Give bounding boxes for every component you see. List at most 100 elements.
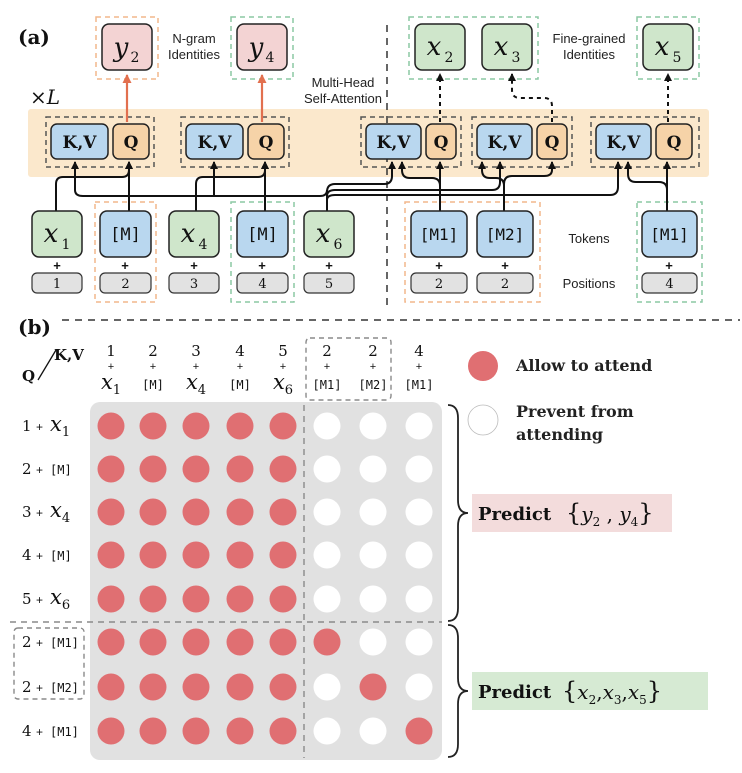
- dot-allow: [182, 673, 210, 701]
- grid-background: [90, 402, 442, 760]
- dot-allow: [269, 541, 297, 569]
- col-token: x4: [186, 370, 206, 398]
- row-token: [M]: [50, 463, 72, 477]
- svg-text:2: 2: [131, 50, 140, 66]
- col-plus: +: [370, 361, 376, 373]
- row-position: 5: [22, 590, 32, 608]
- q-label: Q: [434, 133, 449, 153]
- dot-allow: [97, 541, 125, 569]
- token-m1-a: [M1]: [410, 210, 468, 258]
- dot-allow: [226, 628, 254, 656]
- dot-allow: [139, 628, 167, 656]
- dot-allow: [139, 585, 167, 613]
- plus-sign: +: [325, 258, 333, 273]
- token-m-4: [M]: [236, 210, 289, 258]
- col-token: x1: [101, 370, 121, 398]
- q-label: Q: [124, 133, 139, 153]
- legend-prevent-label-line1: Prevent from: [516, 402, 634, 421]
- token-m2: [M2]: [476, 210, 534, 258]
- col-position: 2: [148, 342, 158, 360]
- dot-allow: [269, 628, 297, 656]
- dot-prevent: [359, 455, 387, 483]
- row-position: 1: [22, 417, 32, 435]
- dot-prevent: [313, 585, 341, 613]
- col-position: 4: [235, 342, 245, 360]
- col-plus: +: [193, 361, 199, 373]
- token-group-m1-b: [636, 201, 703, 303]
- token-group-m2: [94, 201, 157, 303]
- row-plus: +: [36, 420, 43, 434]
- kv-label: K,V: [607, 133, 642, 153]
- svg-text:1: 1: [62, 237, 71, 253]
- dot-allow: [139, 541, 167, 569]
- row-position: 2: [22, 678, 32, 696]
- dot-allow: [97, 628, 125, 656]
- col-plus: +: [280, 361, 286, 373]
- predict-bottom-set: {x2,x3,x5}: [562, 677, 662, 707]
- dot-prevent: [405, 673, 433, 701]
- plus-sign: +: [121, 258, 129, 273]
- col-position: 2: [322, 342, 332, 360]
- svg-text:x: x: [181, 219, 196, 249]
- col-token: [M1]: [313, 378, 342, 392]
- col-token: x6: [273, 370, 293, 398]
- dot-allow: [182, 628, 210, 656]
- legend-prevent-label-line2: attending: [516, 425, 603, 444]
- token-group-m4: [230, 201, 295, 303]
- dot-allow: [139, 673, 167, 701]
- mhsa-caption-line2: Self-Attention: [304, 91, 382, 106]
- token-m2-label: [M2]: [486, 225, 525, 244]
- kvq-group-1: [45, 116, 155, 168]
- kv-box-2: K,V: [185, 123, 244, 160]
- dot-prevent: [405, 498, 433, 526]
- position-boxes: [31, 272, 698, 294]
- dot-allow: [182, 498, 210, 526]
- token-m1-label: [M1]: [650, 225, 689, 244]
- dot-prevent: [359, 498, 387, 526]
- brace-bottom: [447, 624, 469, 758]
- col-position: 4: [414, 342, 424, 360]
- row-plus: +: [36, 593, 43, 607]
- col-plus: +: [150, 361, 156, 373]
- kv-label: K,V: [63, 133, 98, 153]
- dot-prevent: [313, 673, 341, 701]
- predict-bottom-word: Predict: [478, 682, 552, 703]
- token-group-m1-m2: [404, 201, 541, 303]
- mhsa-caption-line1: Multi-Head: [312, 75, 375, 90]
- plus-sign: +: [665, 258, 673, 273]
- row-plus: +: [36, 506, 43, 520]
- kv-box-3: K,V: [365, 123, 422, 160]
- kv-box-1: K,V: [50, 123, 109, 160]
- dot-prevent: [359, 541, 387, 569]
- col-plus: +: [324, 361, 330, 373]
- col-token: [M]: [142, 378, 164, 392]
- dot-allow: [226, 498, 254, 526]
- token-m1-label: [M1]: [420, 225, 459, 244]
- dot-prevent: [359, 585, 387, 613]
- dot-allow: [269, 673, 297, 701]
- fine-grained-caption-line1: Fine-grained: [553, 31, 626, 46]
- row-token: [M2]: [50, 681, 79, 695]
- row-plus: +: [36, 725, 43, 739]
- output-x2: x 2: [414, 23, 466, 71]
- dot-allow: [226, 541, 254, 569]
- dot-prevent: [313, 717, 341, 745]
- dot-allow: [182, 541, 210, 569]
- col-position: 3: [191, 342, 201, 360]
- dot-prevent: [359, 628, 387, 656]
- svg-text:y: y: [113, 33, 129, 63]
- output-y2: y 2: [101, 23, 153, 71]
- row-position: 3: [22, 503, 32, 521]
- token-m-label: [M]: [110, 225, 141, 245]
- dot-allow: [139, 498, 167, 526]
- dot-prevent: [405, 541, 433, 569]
- dot-prevent: [313, 412, 341, 440]
- layers-label: ×L: [30, 85, 60, 109]
- position-2: 2: [121, 277, 129, 292]
- svg-text:4: 4: [199, 237, 208, 253]
- plus-sign: +: [53, 258, 61, 273]
- brace-top: [447, 404, 469, 622]
- kvq-group-2: [180, 116, 290, 168]
- ngram-caption-line1: N-gram: [172, 31, 215, 46]
